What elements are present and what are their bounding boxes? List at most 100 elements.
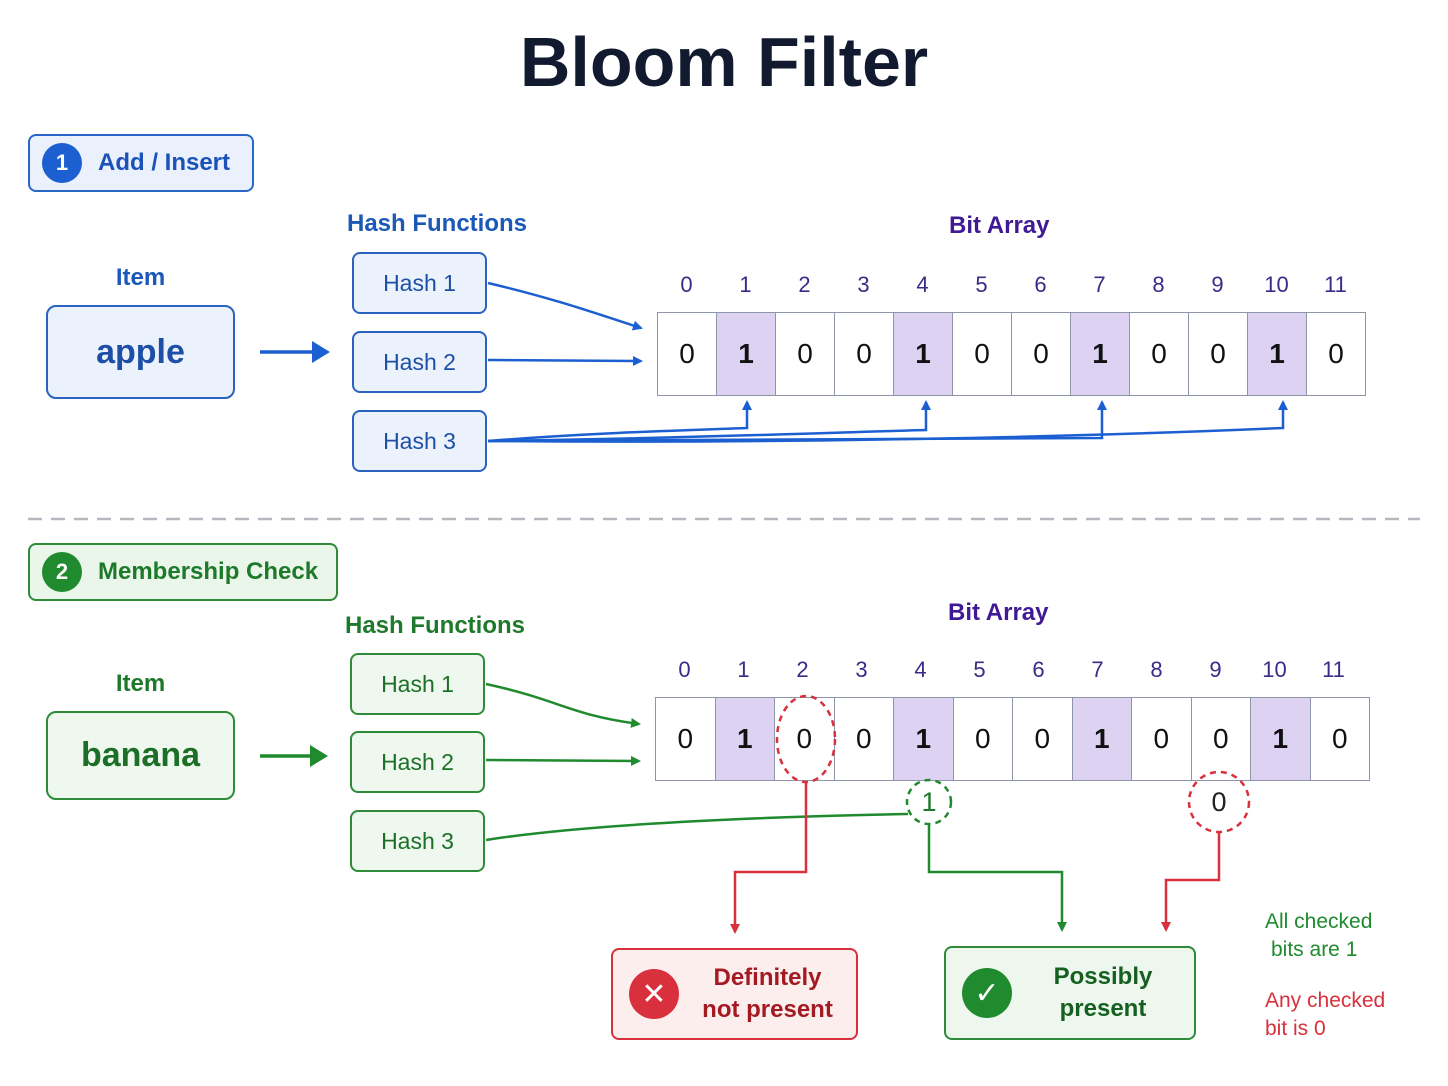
item-label-insert: Item: [115, 264, 166, 291]
note-all-line1: All checked: [1265, 910, 1373, 933]
step-label-membership-check: Membership Check: [98, 558, 319, 585]
step-add-insert-badge: 1 Add / Insert: [28, 134, 254, 192]
arrow-zero-to-present: [1161, 832, 1221, 932]
bit-index: 1: [739, 272, 752, 297]
bit-cell: 0: [952, 312, 1012, 396]
bit-index-row-insert: 0 1 2 3 4 5 6 7 8 9 10 11: [657, 272, 1365, 298]
item-box-apple: apple: [46, 305, 235, 399]
arrow-hash3-insert: [487, 400, 1288, 443]
bit-index: 5: [973, 657, 986, 682]
bit-index: 10: [1264, 272, 1289, 297]
note-any-bit-zero: Any checked bit is 0: [1265, 987, 1385, 1043]
bit-cell: 0: [1011, 312, 1071, 396]
bit-cell: 0: [833, 697, 894, 781]
hash-functions-header-check: Hash Functions: [345, 612, 526, 639]
step-number-1: 1: [42, 143, 82, 183]
bit-index: 6: [1032, 657, 1045, 682]
bit-cell: 1: [1070, 312, 1130, 396]
hash-3-box-insert: Hash 3: [352, 410, 487, 472]
bit-cell: 0: [834, 312, 894, 396]
note-any-line2: bit is 0: [1265, 1017, 1326, 1040]
bit-index: 6: [1034, 272, 1047, 297]
item-label-check: Item: [115, 670, 166, 697]
result-possibly-present: ✓ Possibly present: [944, 946, 1196, 1040]
bit-index: 2: [796, 657, 809, 682]
arrow-hash1-insert: [487, 281, 643, 331]
bit-cell: 1: [714, 697, 775, 781]
hash-2-box-check: Hash 2: [350, 731, 485, 793]
result-not-present-text: Definitely not present: [679, 962, 856, 1026]
bit-index: 2: [798, 272, 811, 297]
arrow-to-possibly-present: [927, 825, 1067, 932]
bit-index: 0: [680, 272, 693, 297]
bit-cell: 0: [775, 312, 835, 396]
arrow-right-icon: [260, 341, 330, 363]
bit-index: 11: [1324, 272, 1347, 297]
bit-index-row-check: 0 1 2 3 4 5 6 7 8 9 10 11: [655, 657, 1363, 683]
hash-2-box-insert: Hash 2: [352, 331, 487, 393]
bit-index: 9: [1211, 272, 1224, 297]
result-not-present-line1: Definitely: [713, 964, 822, 991]
step-membership-check-badge: 2 Membership Check: [28, 543, 338, 601]
arrow-to-not-present: [730, 782, 808, 934]
hash-1-box-insert: Hash 1: [352, 252, 487, 314]
bit-cell: 1: [893, 312, 953, 396]
bit-cell: 0: [1012, 697, 1073, 781]
checked-bit-one-value: 1: [921, 786, 937, 817]
page-title: Bloom Filter: [519, 23, 929, 101]
bit-index: 7: [1093, 272, 1106, 297]
bit-cell: 1: [1071, 697, 1132, 781]
bit-cell: 0: [1309, 697, 1370, 781]
step-label-add-insert: Add / Insert: [98, 149, 231, 176]
step-number-2: 2: [42, 552, 82, 592]
bit-cell: 0: [655, 697, 716, 781]
bit-index: 1: [737, 657, 750, 682]
bit-cell: 0: [1306, 312, 1366, 396]
bit-cell: 0: [1190, 697, 1251, 781]
item-box-banana: banana: [46, 711, 235, 800]
checked-bit-one-marker: [905, 778, 953, 826]
bit-index: 3: [857, 272, 870, 297]
bit-cell: 1: [1247, 312, 1307, 396]
bit-cell: 1: [1250, 697, 1311, 781]
bit-array-header-check: Bit Array: [948, 599, 1049, 626]
check-icon: ✓: [962, 968, 1012, 1018]
bit-index: 8: [1150, 657, 1163, 682]
bit-index: 7: [1091, 657, 1104, 682]
bit-cell: 0: [657, 312, 717, 396]
note-all-line2: bits are 1: [1271, 938, 1358, 961]
bit-index: 11: [1322, 657, 1345, 682]
hash-3-box-check: Hash 3: [350, 810, 485, 872]
bit-cell: 0: [1188, 312, 1248, 396]
result-possibly-present-line2: present: [1059, 995, 1147, 1022]
bit-index: 4: [916, 272, 929, 297]
bit-index: 3: [855, 657, 868, 682]
x-icon: ✕: [629, 969, 679, 1019]
bit-index: 0: [678, 657, 691, 682]
note-all-bits-one: All checked bits are 1: [1265, 908, 1372, 964]
result-not-present-line2: not present: [702, 996, 833, 1023]
arrow-right-icon: [260, 745, 328, 767]
bit-index: 5: [975, 272, 988, 297]
result-not-present: ✕ Definitely not present: [611, 948, 858, 1040]
bit-array-header-insert: Bit Array: [949, 212, 1050, 239]
note-any-line1: Any checked: [1265, 989, 1386, 1012]
checked-bit-zero-value: 0: [1211, 786, 1227, 817]
bit-index: 9: [1209, 657, 1222, 682]
result-possibly-present-text: Possibly present: [1012, 961, 1194, 1025]
checked-bit-zero-highlight: [775, 694, 837, 784]
bit-index: 8: [1152, 272, 1165, 297]
arrow-hash3-check: [485, 812, 909, 842]
hash-1-box-check: Hash 1: [350, 653, 485, 715]
bit-cell: 0: [1129, 312, 1189, 396]
hash-functions-header-insert: Hash Functions: [347, 210, 528, 237]
arrow-hash2-insert: [487, 355, 643, 366]
arrow-hash2-check: [485, 755, 641, 766]
bit-index: 10: [1262, 657, 1287, 682]
bit-index: 4: [914, 657, 927, 682]
arrow-hash1-check: [485, 682, 641, 728]
bit-cell: 0: [952, 697, 1013, 781]
